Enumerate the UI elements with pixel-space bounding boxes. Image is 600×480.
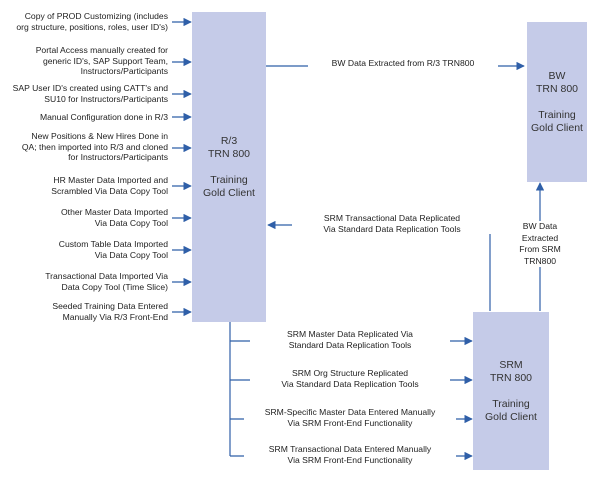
srm-system-box: SRM TRN 800 Training Gold Client [473, 312, 549, 470]
srm-line-3: Training [492, 397, 530, 410]
srm-line-2: TRN 800 [489, 371, 532, 384]
arrow-srm-to-r3 [267, 220, 491, 311]
r3-line-2: TRN 800 [207, 147, 250, 160]
r3-line-4: Gold Client [203, 186, 255, 199]
r3-system-box: R/3 TRN 800 Training Gold Client [192, 12, 266, 322]
srm-line-4: Gold Client [485, 410, 537, 423]
bw-system-box: BW TRN 800 Training Gold Client [527, 22, 587, 182]
bw-line-2: TRN 800 [535, 82, 578, 95]
srm-line-1: SRM [499, 358, 523, 371]
r3-line-3: Training [210, 173, 248, 186]
bw-line-4: Gold Client [531, 121, 583, 134]
r3-to-bw-label: BW Data Extracted from R/3 TRN800 [308, 58, 498, 69]
bw-line-3: Training [538, 108, 576, 121]
srm-input-label-3: SRM-Specific Master Data Entered Manuall… [244, 407, 456, 429]
r3-input-label-4: Manual Configuration done in R/3 [39, 112, 168, 122]
bw-line-1: BW [548, 69, 566, 82]
r3-line-1: R/3 [220, 134, 238, 147]
